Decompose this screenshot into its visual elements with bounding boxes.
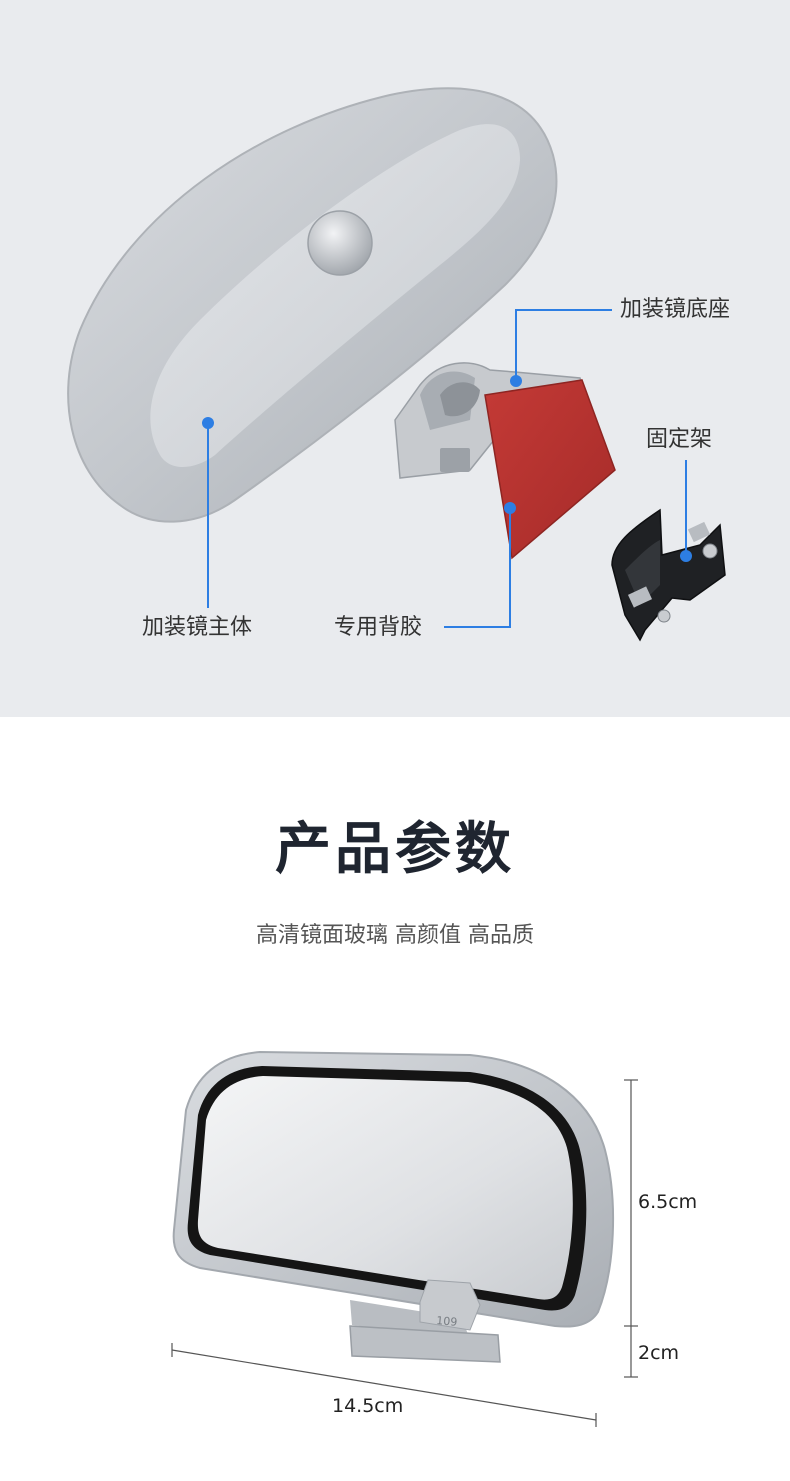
page-subtitle: 高清镜面玻璃 高颜值 高品质 [256, 923, 534, 948]
label-fixing-bracket: 固定架 [646, 427, 713, 452]
label-mirror-body: 加装镜主体 [142, 615, 253, 640]
mirror-base [394, 362, 616, 560]
adhesive-pad [484, 379, 616, 560]
ball-joint [307, 210, 373, 276]
dimension-height-mirror: 6.5cm [638, 1191, 698, 1213]
callout-dot-bracket [680, 550, 692, 562]
callout-dot-adhesive [504, 502, 516, 514]
label-mirror-base: 加装镜底座 [620, 297, 731, 322]
page-title: 产品参数 [275, 817, 515, 882]
label-adhesive: 专用背胶 [334, 615, 423, 640]
mirror-body-back [67, 87, 558, 523]
mirror-mark: 109 [436, 1314, 458, 1329]
callout-dot-base [510, 375, 522, 387]
dimension-width: 14.5cm [332, 1395, 404, 1417]
dimension-height-base: 2cm [638, 1342, 680, 1364]
fixing-bracket [611, 508, 726, 642]
callout-dot-body [202, 417, 214, 429]
mirror-front: 109 [172, 1050, 615, 1363]
dimension-lines [171, 1079, 638, 1427]
callout-lines [207, 309, 687, 628]
